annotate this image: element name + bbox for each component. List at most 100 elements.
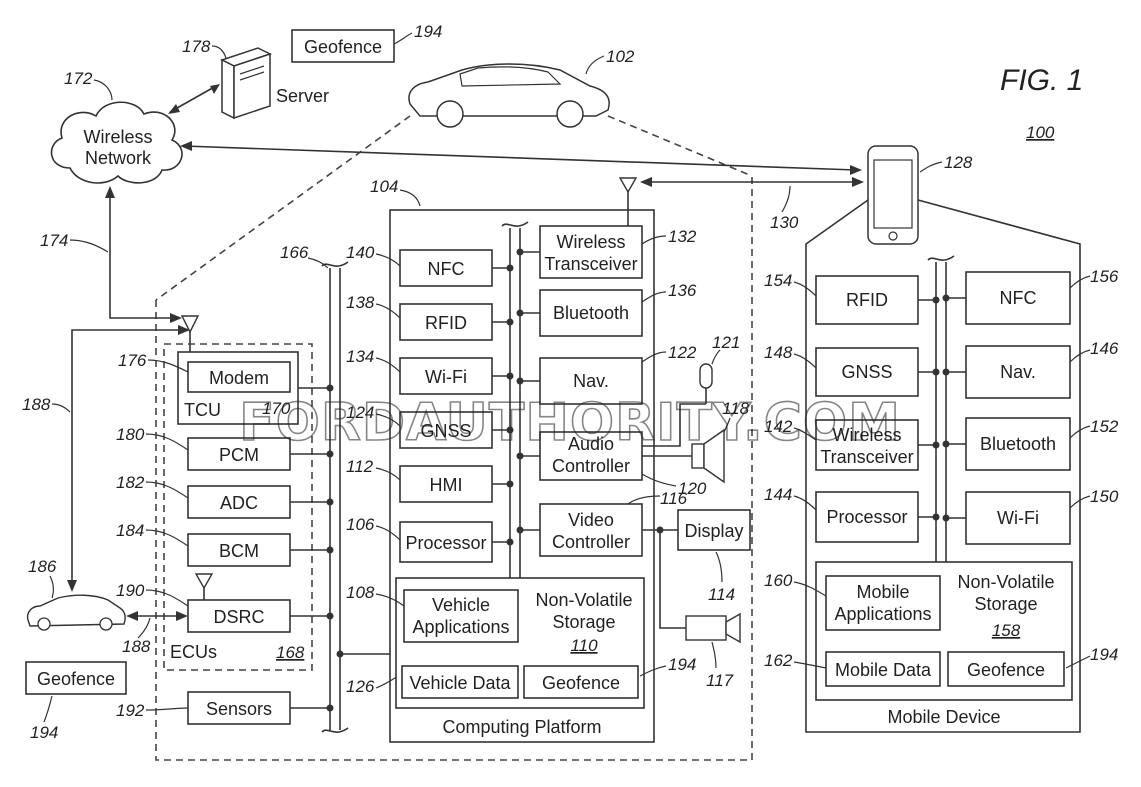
mobile-module-wifi-label: Wi-Fi [997,508,1039,528]
mobile-geofence-label: Geofence [967,660,1045,680]
adc-label: ADC [220,493,258,513]
tcu-label: TCU [184,400,221,420]
mobile-module-wt-line2: Transceiver [820,447,913,467]
mobile-module-wifi-ref: 150 [1090,487,1119,506]
mobile-module-gnss-label: GNSS [841,362,892,382]
modem-ref: 176 [118,351,147,370]
mobile-data-label: Mobile Data [835,660,932,680]
platform-antenna-icon [618,177,638,210]
platform-module-wt-ref: 132 [668,227,697,246]
mobile-apps-line1: Mobile [856,582,909,602]
mobile-module-nav-ref: 146 [1090,339,1119,358]
platform-module-audio-ref: 120 [678,479,707,498]
geofence-top-ref: 194 [414,22,442,41]
bcm-label: BCM [219,541,259,561]
ecus-label: ECUs [170,642,217,662]
mobile-module-wireless-transceiver [815,419,919,471]
platform-module-wt-line1: Wireless [556,232,625,252]
platform-module-gnss-label: GNSS [420,421,471,441]
vehicle-boundary [155,176,753,761]
vehicle-data-label: Vehicle Data [409,673,511,693]
ecus-ref: 168 [276,643,305,662]
camera-ref: 117 [706,671,734,690]
platform-module-wt-line2: Transceiver [544,254,637,274]
other-vehicle-icon [26,594,126,631]
geofence-top-label: Geofence [304,37,382,57]
computing-platform-box [389,209,655,743]
platform-module-nfc-label: NFC [428,259,465,279]
mobile-geofence-ref: 194 [1090,645,1118,664]
vehicle-geofence-ref: 194 [668,655,696,674]
mobile-module-rfid-ref: 154 [764,271,792,290]
display-box [677,509,751,551]
platform-module-processor-ref: 106 [346,515,375,534]
mobile-geofence-box [947,651,1065,687]
platform-module-video-line2: Controller [552,532,630,552]
dsrc-antenna-icon [194,573,214,600]
cloud-line2: Network [85,148,152,168]
mobile-bus [927,255,955,562]
mobile-device-ref: 128 [944,153,973,172]
mobile-module-gnss [815,347,919,397]
speaker-icon [691,428,725,484]
mobile-module-processor-label: Processor [826,507,907,527]
bcm-box [187,533,291,567]
platform-module-bt-label: Bluetooth [553,303,629,323]
ecus-group [163,343,313,671]
mobile-apps-ref: 160 [764,571,793,590]
mobile-storage-ref: 158 [992,621,1021,640]
speaker-ref: 118 [722,399,750,418]
platform-module-audio-line1: Audio [568,434,614,454]
platform-module-wifi-label: Wi-Fi [425,367,467,387]
mobile-module-bt-label: Bluetooth [980,434,1056,454]
platform-module-nav [539,357,643,405]
vehicle-storage-line2: Storage [552,612,615,632]
server-label: Server [276,86,329,106]
computing-platform-label: Computing Platform [442,717,601,737]
dsrc-ref: 190 [116,581,145,600]
platform-module-gnss-ref: 124 [346,403,374,422]
mobile-module-wt-ref: 142 [764,417,793,436]
bus-ref: 166 [280,243,309,262]
modem-box [187,361,291,393]
dsrc-range-link [71,329,186,586]
watermark-text: FORDAUTHORITY.COM [239,393,901,453]
platform-module-audio-line2: Controller [552,456,630,476]
mobile-module-bt-ref: 152 [1090,417,1119,436]
cloud-phone-link [183,145,857,171]
mobile-device-label: Mobile Device [887,707,1000,727]
vehicle-storage-outer-ref: 108 [346,583,375,602]
vehicle-data-box [401,665,519,699]
platform-module-processor-label: Processor [405,533,486,553]
dsrc-label: DSRC [213,607,264,627]
other-vehicle-ref: 186 [28,557,57,576]
platform-module-video-line1: Video [568,510,614,530]
dsrc-box [187,599,291,633]
cloud-ref: 172 [64,69,93,88]
smartphone-icon [867,145,919,245]
display-ref: 114 [708,585,735,604]
platform-module-rfid-label: RFID [425,313,467,333]
mobile-storage-line1: Non-Volatile [957,572,1054,592]
platform-module-nav-label: Nav. [573,371,609,391]
mobile-device-box [805,199,1081,733]
geofence-left-ref: 194 [30,723,58,742]
display-label: Display [684,521,743,541]
mobile-module-nav-label: Nav. [1000,362,1036,382]
vehicle-geofence-box [523,665,639,699]
vehicle-storage-ref: 110 [570,636,598,655]
vehicle-apps-line1: Vehicle [432,595,490,615]
mobile-module-wifi [965,491,1071,545]
mobile-module-gnss-ref: 148 [764,343,793,362]
sensors-ref: 192 [116,701,145,720]
cloud-tcu-link [109,190,178,319]
figure-title: FIG. 1 [1000,64,1083,97]
figure-ref: 100 [1026,123,1055,142]
adc-ref: 182 [116,473,145,492]
mobile-data-box [825,651,941,687]
platform-module-hmi [399,465,493,503]
platform-module-bt-ref: 136 [668,281,697,300]
vehicle-ref: 102 [606,47,635,66]
platform-module-wifi [399,357,493,395]
